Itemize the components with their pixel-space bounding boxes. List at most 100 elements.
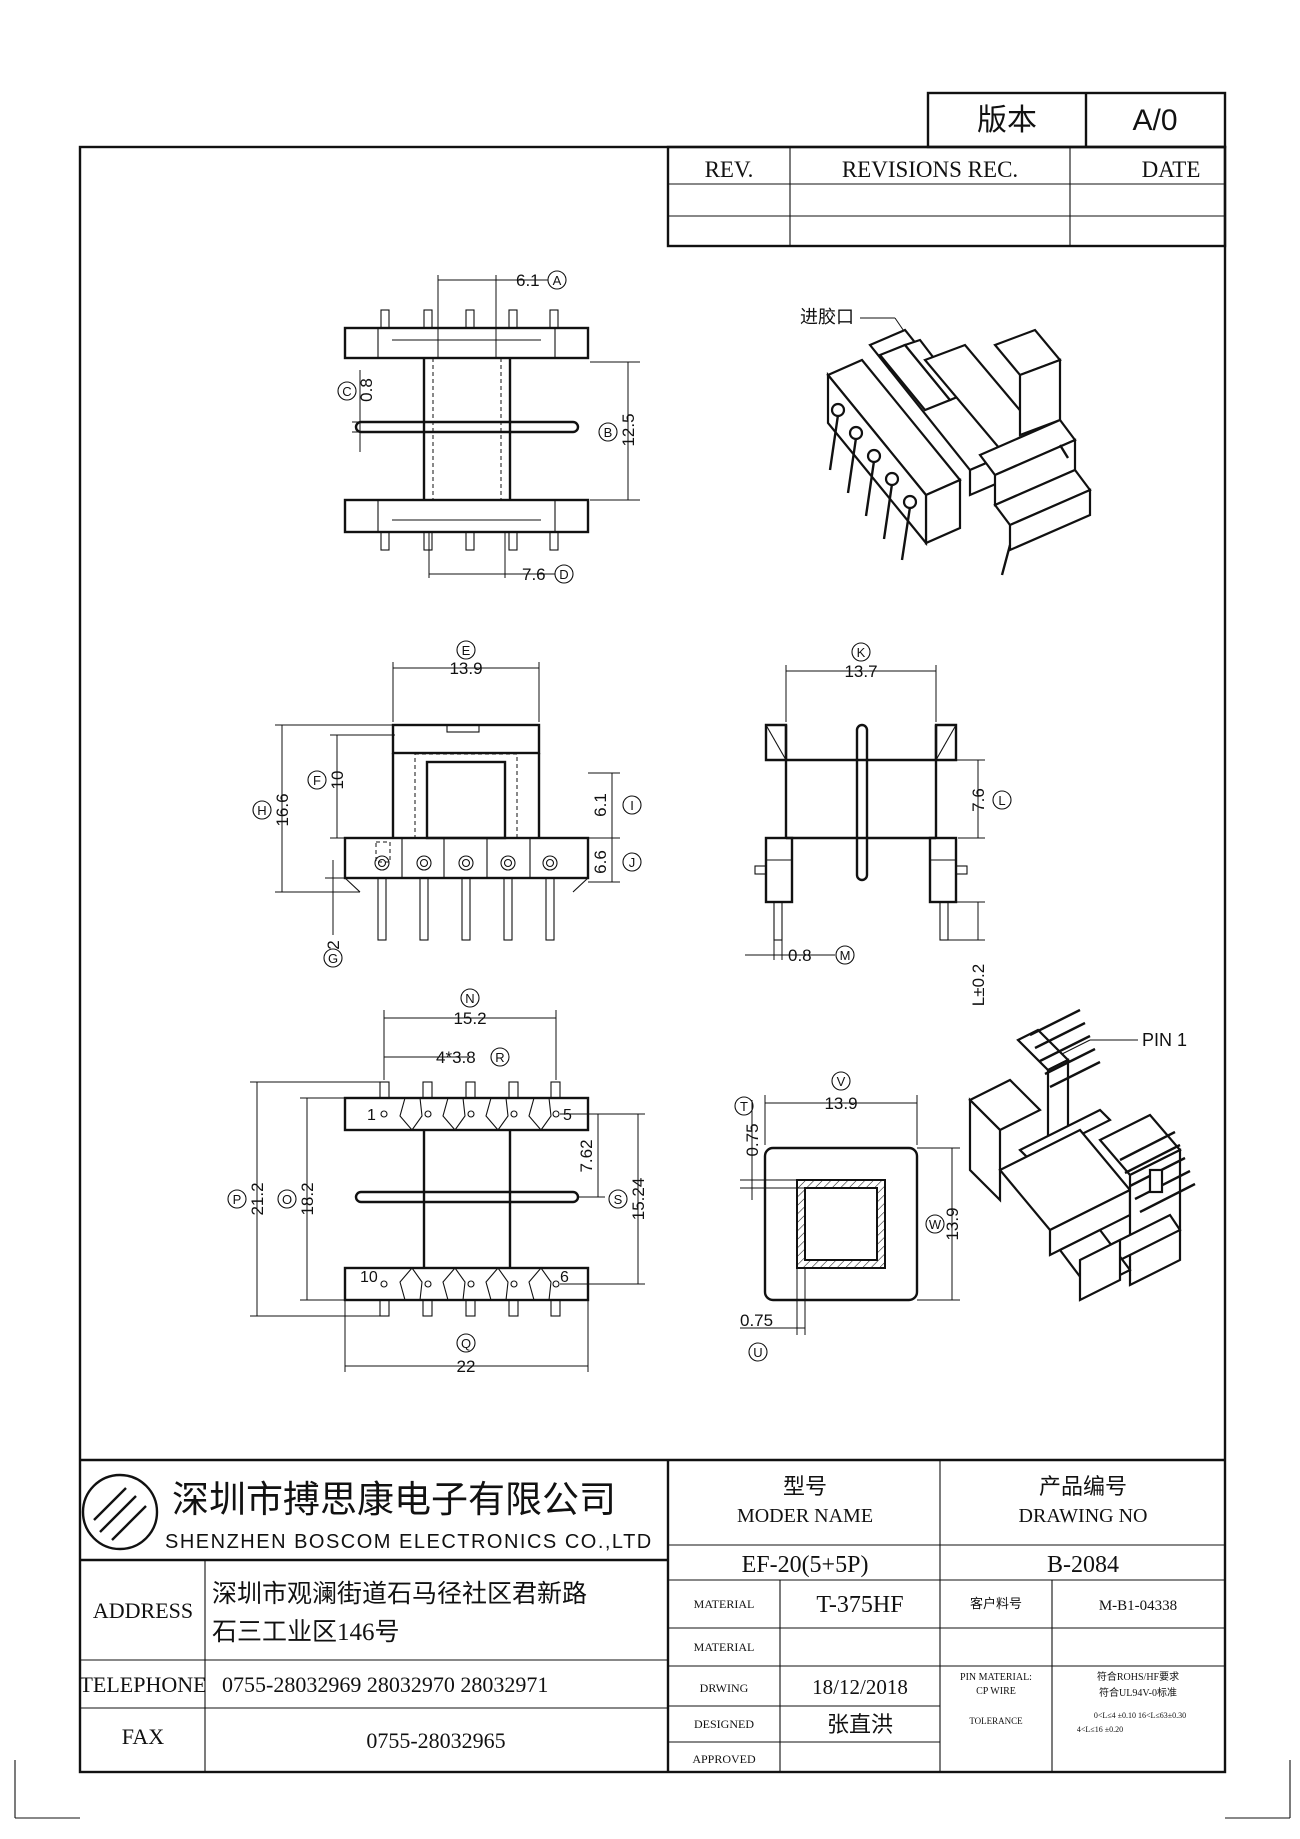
- dim-j-tag: J: [629, 855, 636, 870]
- date-header: DATE: [1142, 157, 1201, 182]
- dim-m-value: 0.8: [788, 946, 812, 965]
- upper-flange: [343, 326, 590, 360]
- front-pins: [374, 855, 558, 941]
- dim-t-value: 0.75: [743, 1123, 762, 1156]
- dim-76-tag: L: [998, 793, 1005, 808]
- rohs-note: 符合ROHS/HF要求: [1097, 1670, 1179, 1683]
- dim-pin-length: L±0.2: [969, 964, 988, 1006]
- pin-6-label: 6: [560, 1269, 569, 1286]
- address-line-1: 深圳市观澜街道石马径社区君新路: [212, 1580, 587, 1608]
- pin1-label: PIN 1: [1142, 1030, 1187, 1050]
- gate-label: 进胶口: [800, 307, 854, 327]
- dim-k-value: 13.7: [844, 662, 877, 681]
- address-line-2: 石三工业区146号: [212, 1618, 400, 1646]
- company-name-en: SHENZHEN BOSCOM ELECTRONICS CO.,LTD: [165, 1531, 653, 1553]
- tolerance-line-2: 4<L≤16 ±0.20: [1077, 1725, 1123, 1734]
- dim-g-value: 2: [324, 940, 343, 949]
- center-flange: [354, 420, 580, 434]
- approved-label: APPROVED: [692, 1752, 756, 1766]
- bottom-pins-upper: [379, 1081, 561, 1131]
- dim-e-value: 13.9: [449, 659, 482, 678]
- section-view: 13.9 V 0.75 T 13.9 W 0.75 U: [734, 1071, 962, 1362]
- dim-s-tag: S: [614, 1192, 623, 1207]
- pin-10-label: 10: [360, 1269, 378, 1286]
- version-box: 版本 A/0: [926, 91, 1227, 149]
- dim-p-tag: P: [233, 1192, 242, 1207]
- tolerance-line-1: 0<L≤4 ±0.10 16<L≤63±0.30: [1094, 1711, 1186, 1720]
- side-view: 13.7 K 7.6 L 0.8 M L±0.2: [745, 642, 1012, 1006]
- dim-p-value: 21.2: [248, 1182, 267, 1215]
- drwing-value: 18/12/2018: [812, 1675, 908, 1699]
- dim-76-value: 7.6: [969, 788, 988, 812]
- tolerance-label: TOLERANCE: [969, 1716, 1023, 1726]
- designed-label: DESIGNED: [694, 1717, 754, 1731]
- dim-a-tag: A: [553, 273, 562, 288]
- title-block: 深圳市搏思康电子有限公司 SHENZHEN BOSCOM ELECTRONICS…: [79, 1458, 1225, 1772]
- designed-value: 张直洪: [827, 1712, 893, 1737]
- rev-header: REV.: [705, 157, 754, 182]
- pin-5-label: 5: [563, 1107, 572, 1124]
- revisions-rec-header: REVISIONS REC.: [842, 157, 1018, 182]
- dim-o-tag: O: [282, 1192, 292, 1207]
- bottom-view: 1 5 10 6 15.2 N: [227, 988, 648, 1376]
- ul-note: 符合UL94V-0标准: [1099, 1686, 1177, 1699]
- lower-flange: [343, 498, 590, 534]
- dim-g-tag: G: [328, 951, 338, 966]
- dim-s-value: 15.24: [629, 1178, 648, 1221]
- dim-t-tag: T: [740, 1099, 748, 1114]
- dim-m-tag: M: [840, 948, 851, 963]
- dim-j-value: 6.6: [591, 850, 610, 874]
- address-label: ADDRESS: [93, 1598, 193, 1623]
- company-name-cn: 深圳市搏思康电子有限公司: [172, 1479, 616, 1521]
- front-view: 13.9 E 10 F 16.6 H 2 G 6.1 I 6.6: [252, 640, 642, 968]
- dim-q-value: 22: [457, 1357, 476, 1376]
- dim-h-value: 16.6: [273, 793, 292, 826]
- fax-value: 0755-28032965: [366, 1728, 505, 1753]
- pin-material-label: PIN MATERIAL:: [960, 1672, 1032, 1683]
- model-value: EF-20(5+5P): [742, 1552, 869, 1578]
- dim-n-tag: N: [465, 991, 474, 1006]
- cp-wire-label: CP WIRE: [976, 1686, 1016, 1697]
- dim-f-tag: F: [313, 773, 321, 788]
- dim-k-tag: K: [857, 645, 866, 660]
- dim-i-tag: I: [630, 798, 634, 813]
- dim-h-tag: H: [257, 803, 266, 818]
- dim-u-tag: U: [753, 1345, 762, 1360]
- model-label-cn: 型号: [783, 1474, 827, 1499]
- customer-part-label: 客户料号: [970, 1596, 1022, 1611]
- material-value: T-375HF: [816, 1592, 903, 1618]
- revision-table: REV. REVISIONS REC. DATE: [666, 145, 1227, 248]
- dim-v-tag: V: [837, 1074, 846, 1089]
- sheet-border: [14, 145, 1291, 1819]
- dim-q-tag: Q: [461, 1336, 471, 1351]
- dim-o-value: 18.2: [298, 1182, 317, 1215]
- dim-w-value: 13.9: [943, 1207, 962, 1240]
- dim-i-value: 6.1: [591, 793, 610, 817]
- drawing-value: B-2084: [1047, 1552, 1119, 1578]
- dim-r-tag: R: [495, 1050, 504, 1065]
- company-logo-icon: [81, 1473, 159, 1551]
- telephone-label: TELEPHONE: [79, 1672, 206, 1697]
- dim-762-value: 7.62: [577, 1139, 596, 1172]
- dim-c-value: 0.8: [357, 378, 376, 402]
- dim-e-tag: E: [462, 643, 471, 658]
- fax-label: FAX: [122, 1724, 164, 1749]
- model-label-en: MODER NAME: [737, 1505, 873, 1527]
- pin-1-label: 1: [367, 1107, 376, 1124]
- top-view: 6.1 A 12.5 B 0.8 C 7.6 D: [337, 270, 640, 584]
- drawing-label-cn: 产品编号: [1039, 1474, 1127, 1499]
- top-pins-lower: [380, 531, 559, 551]
- dim-r-value: 4*3.8: [436, 1048, 476, 1067]
- material-2-label: MATERIAL: [694, 1640, 755, 1654]
- dim-c-tag: C: [342, 384, 351, 399]
- dim-b-value: 12.5: [619, 413, 638, 446]
- dim-a-value: 6.1: [516, 271, 540, 290]
- version-value: A/0: [1132, 104, 1177, 137]
- bottom-pins-lower: [379, 1267, 561, 1317]
- isometric-view-top: 进胶口: [800, 307, 1092, 576]
- drwing-label: DRWING: [700, 1681, 749, 1695]
- telephone-value: 0755-28032969 28032970 28032971: [222, 1672, 548, 1697]
- dim-d-tag: D: [559, 567, 568, 582]
- dim-u-value: 0.75: [740, 1311, 773, 1330]
